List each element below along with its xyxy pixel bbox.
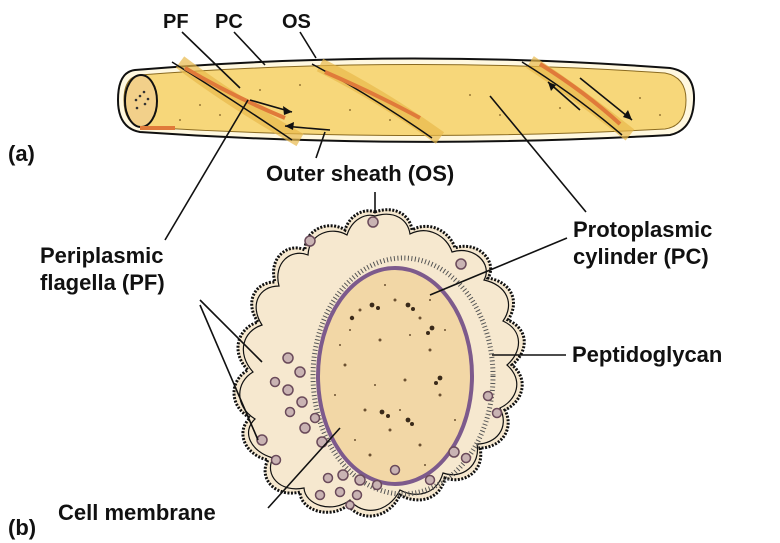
label-protoplasmic-line2: cylinder (PC) [573,244,709,269]
leader-pc-top [234,32,265,65]
panel-label-a: (a) [8,141,35,166]
label-periplasmic-line2: flagella (PF) [40,270,165,295]
label-pf-abbrev: PF [163,11,189,33]
leader-os-top [300,32,316,58]
label-os-abbrev: OS [282,11,311,33]
label-peptidoglycan: Peptidoglycan [572,342,722,367]
cross-section [234,210,524,516]
label-protoplasmic-line1: Protoplasmic [573,217,712,242]
label-pc-abbrev: PC [215,11,243,33]
label-periplasmic-line1: Periplasmic [40,243,164,268]
label-outer-sheath: Outer sheath (OS) [266,161,454,186]
panel-label-b: (b) [8,515,36,540]
label-cell-membrane: Cell membrane [58,500,216,525]
spirochete-cylinder [118,58,694,141]
